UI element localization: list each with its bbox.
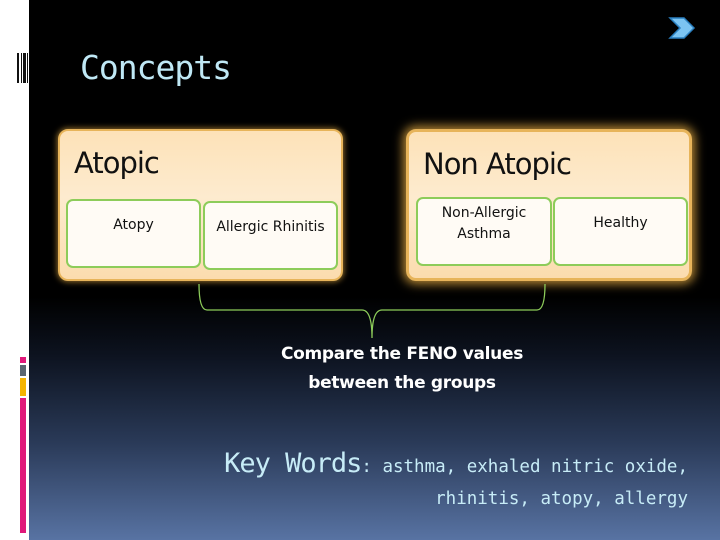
keywords-block: Key Words: asthma, exhaled nitric oxide,… [224,448,688,515]
accent-bar-pink-small [20,357,26,363]
grouping-brace [198,283,546,339]
chevron-right-icon [668,17,696,39]
accent-bar-yellow [20,378,26,396]
group-title: Atopic [74,146,160,180]
keywords-line2: rhinitis, atopy, allergy [435,489,688,509]
item-allergic-rhinitis: Allergic Rhinitis [203,201,338,270]
keywords-label: Key Words [224,448,362,479]
slide: Concepts Atopic Atopy Allergic Rhinitis … [29,0,720,540]
left-margin-strip [0,0,29,540]
compare-text: Compare the FENO values between the grou… [280,344,524,393]
accent-bar-gray [20,365,26,376]
item-healthy: Healthy [553,197,688,266]
group-atopic: Atopic Atopy Allergic Rhinitis [58,129,343,281]
keywords-line1: asthma, exhaled nitric oxide, [382,457,688,477]
group-non-atopic: Non Atopic Non-Allergic Asthma Healthy [406,129,692,281]
keywords-separator: : [361,457,383,477]
slide-title: Concepts [80,48,232,87]
item-non-allergic-asthma: Non-Allergic Asthma [416,197,552,266]
item-atopy: Atopy [66,199,201,268]
group-title: Non Atopic [423,147,572,181]
barcode-decoration [17,53,28,83]
accent-bar-pink-long [20,398,26,533]
next-slide-button[interactable] [666,14,698,42]
